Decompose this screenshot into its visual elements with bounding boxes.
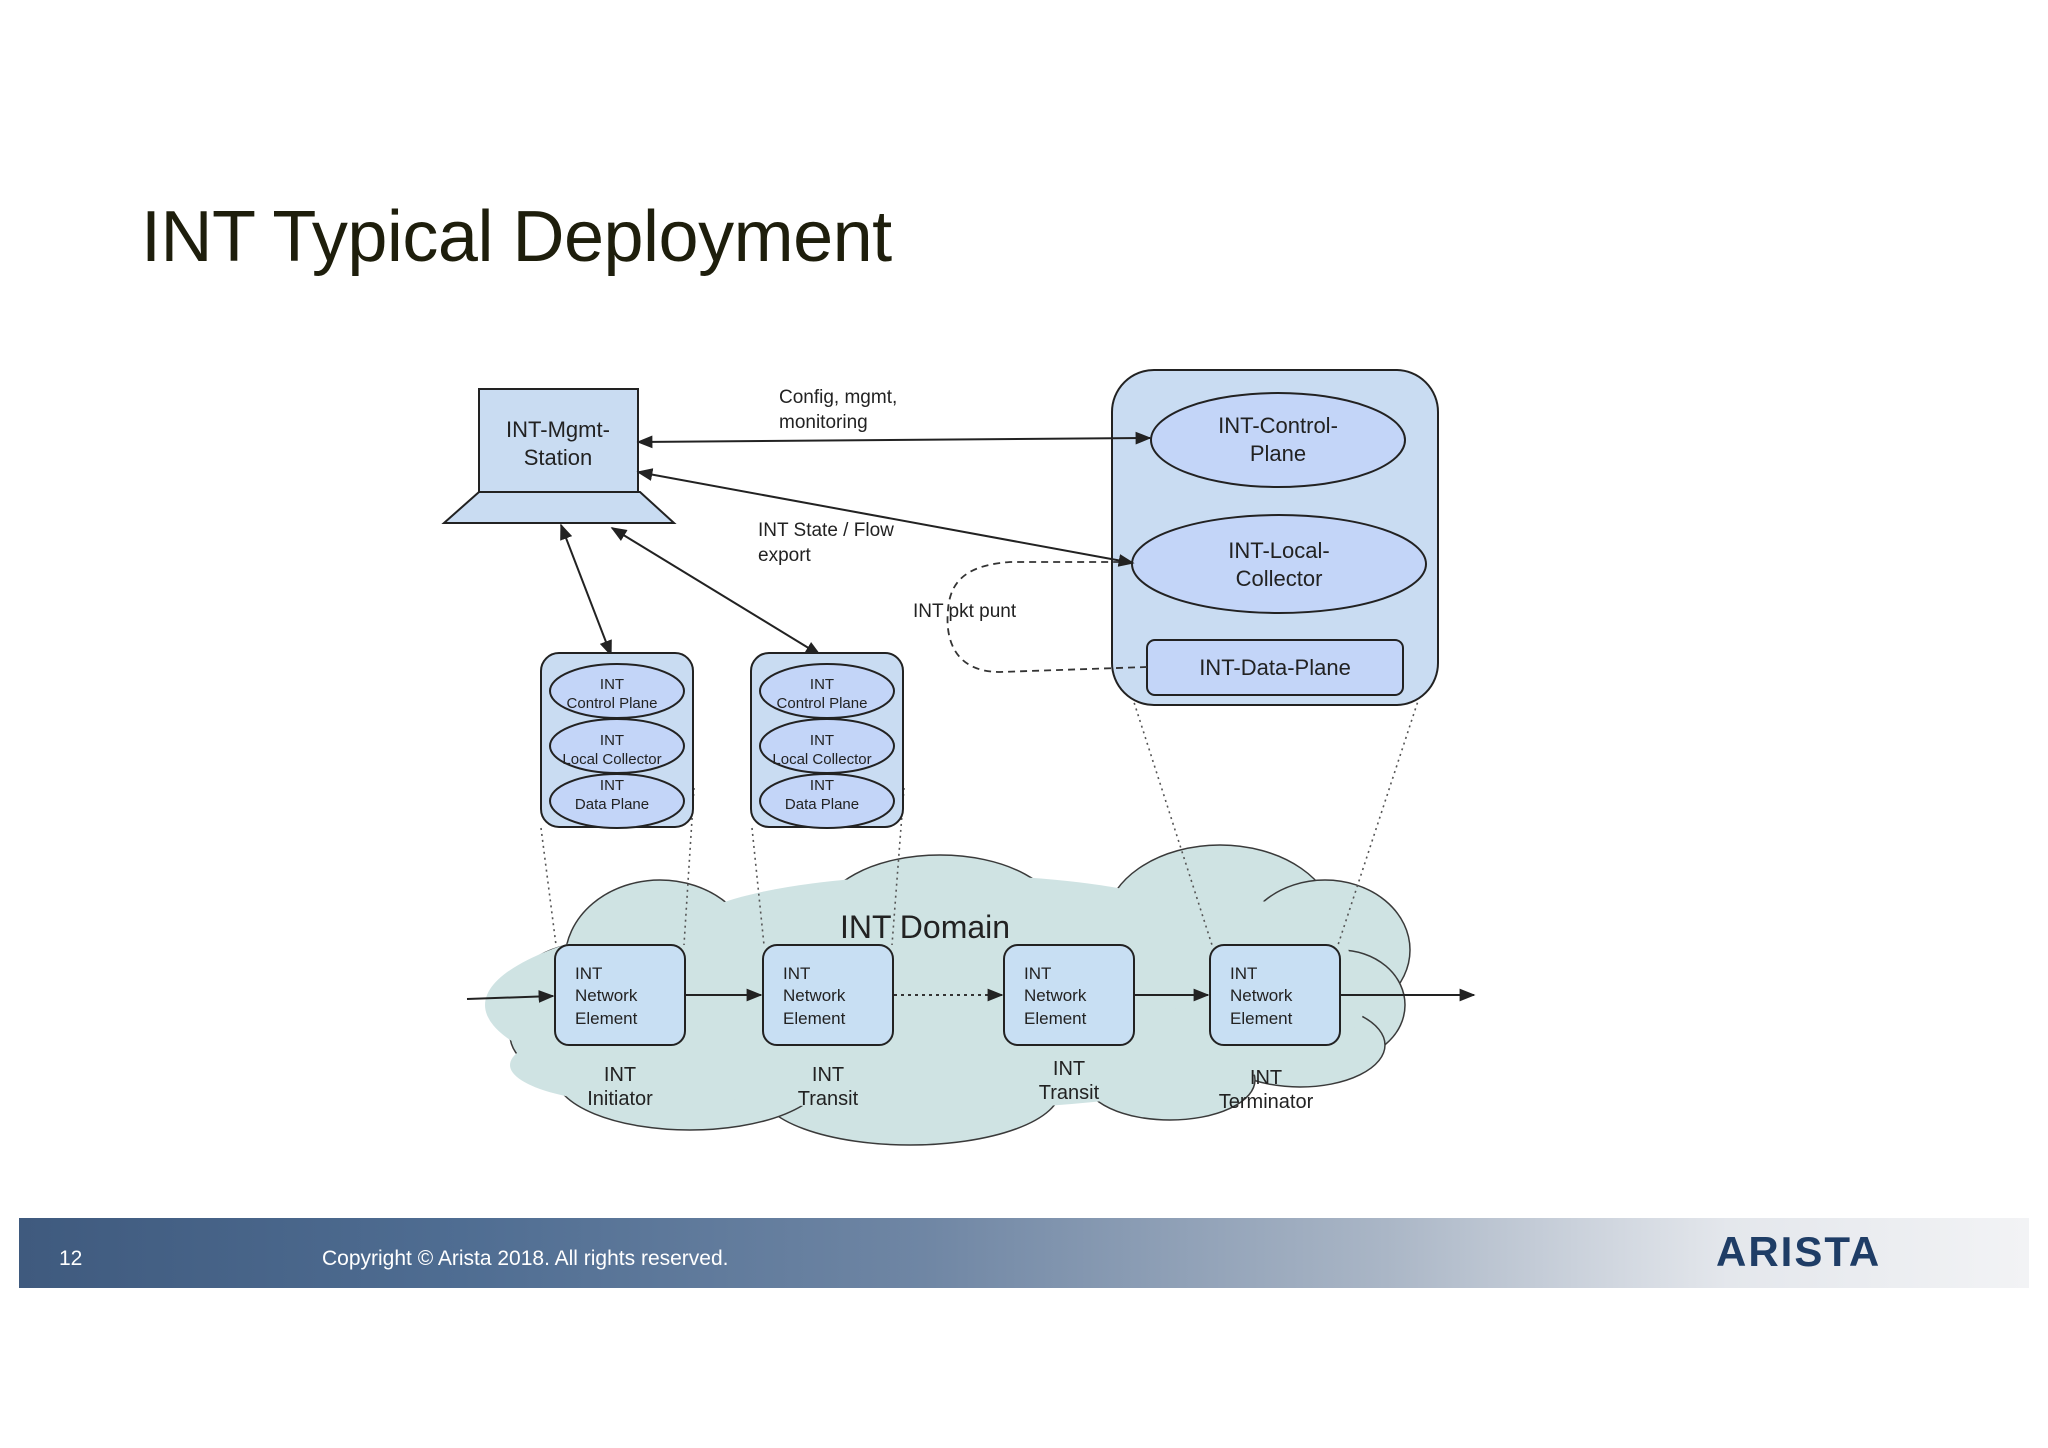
network-element: INT Network Element INT Initiator xyxy=(554,944,686,1110)
mini-cp-label-2: Control Plane xyxy=(567,695,658,712)
arista-logo: ARISTA xyxy=(1716,1228,1881,1274)
mini-lc-label-1: INT xyxy=(810,732,834,749)
network-element: INT Network Element INT Terminator xyxy=(1209,944,1341,1113)
config-label-1: Config, mgmt, xyxy=(779,387,897,408)
mini-lc-label-1: INT xyxy=(600,732,624,749)
state-export-arrow xyxy=(636,468,1135,567)
network-element-label-3: Element xyxy=(1024,1009,1087,1028)
network-element-label-1: INT xyxy=(575,964,602,983)
network-element-role-1: INT xyxy=(812,1064,844,1086)
punt-label: INT pkt punt xyxy=(913,601,1017,622)
control-plane-label-2: Plane xyxy=(1250,441,1306,466)
state-label-2: export xyxy=(758,545,812,566)
mini-cp-label-1: INT xyxy=(600,676,624,693)
mini-dp-label-2: Data Plane xyxy=(785,796,859,813)
mini-cp-label-2: Control Plane xyxy=(777,695,868,712)
int-domain-label: INT Domain xyxy=(840,909,1010,945)
mini-cp-label-1: INT xyxy=(810,676,834,693)
mini-lc-label-2: Local Collector xyxy=(772,751,871,768)
mgmt-station: INT-Mgmt- Station xyxy=(441,388,677,524)
network-element-label-3: Element xyxy=(783,1009,846,1028)
page-number: 12 xyxy=(59,1247,83,1270)
mgmt-to-stack-2-arrow xyxy=(610,527,822,656)
network-element-role-2: Transit xyxy=(1039,1082,1100,1104)
control-plane-label-1: INT-Control- xyxy=(1218,413,1338,438)
switch-detail: INT-Control- Plane INT-Local- Collector … xyxy=(1111,369,1439,706)
mini-dp-label-2: Data Plane xyxy=(575,796,649,813)
network-element: INT Network Element INT Transit xyxy=(1003,944,1135,1104)
local-collector-label-1: INT-Local- xyxy=(1228,538,1329,563)
network-element: INT Network Element INT Transit xyxy=(762,944,894,1110)
network-element-label-2: Network xyxy=(1230,986,1293,1005)
local-collector-label-2: Collector xyxy=(1236,566,1323,591)
control-plane-ellipse xyxy=(1150,392,1406,488)
config-arrow xyxy=(636,431,1152,449)
copyright-text: Copyright © Arista 2018. All rights rese… xyxy=(322,1247,729,1270)
mgmt-station-label-1: INT-Mgmt- xyxy=(506,417,610,442)
network-element-label-1: INT xyxy=(783,964,810,983)
ingress-arrow xyxy=(466,990,555,1003)
local-collector-ellipse xyxy=(1131,514,1427,614)
mgmt-to-stack-1-arrow xyxy=(560,523,612,657)
footer-bar xyxy=(19,1218,2029,1288)
mini-dp-label-1: INT xyxy=(810,777,834,794)
state-label-1: INT State / Flow xyxy=(758,520,894,541)
config-label-2: monitoring xyxy=(779,412,868,433)
network-element-role-1: INT xyxy=(1250,1067,1282,1089)
zoom-lines xyxy=(540,639,1439,946)
data-plane-label: INT-Data-Plane xyxy=(1199,655,1351,680)
network-element-label-3: Element xyxy=(1230,1009,1293,1028)
network-element-role-1: INT xyxy=(1053,1058,1085,1080)
network-element-label-2: Network xyxy=(783,986,846,1005)
network-element-label-3: Element xyxy=(575,1009,638,1028)
network-element-label-2: Network xyxy=(1024,986,1087,1005)
network-element-role-2: Terminator xyxy=(1219,1091,1314,1113)
mini-dp-label-1: INT xyxy=(600,777,624,794)
network-element-label-2: Network xyxy=(575,986,638,1005)
network-element-role-2: Transit xyxy=(798,1088,859,1110)
mini-stack: INT Control Plane INT Local Collector IN… xyxy=(750,652,904,829)
arista-logo-text: ARISTA xyxy=(1716,1228,1881,1274)
network-element-label-1: INT xyxy=(1024,964,1051,983)
network-element-role-1: INT xyxy=(604,1064,636,1086)
mgmt-station-label-2: Station xyxy=(524,445,593,470)
mini-lc-label-2: Local Collector xyxy=(562,751,661,768)
network-element-role-2: Initiator xyxy=(587,1088,653,1110)
mini-stack: INT Control Plane INT Local Collector IN… xyxy=(540,652,694,829)
slide-title: INT Typical Deployment xyxy=(141,197,892,277)
network-element-label-1: INT xyxy=(1230,964,1257,983)
